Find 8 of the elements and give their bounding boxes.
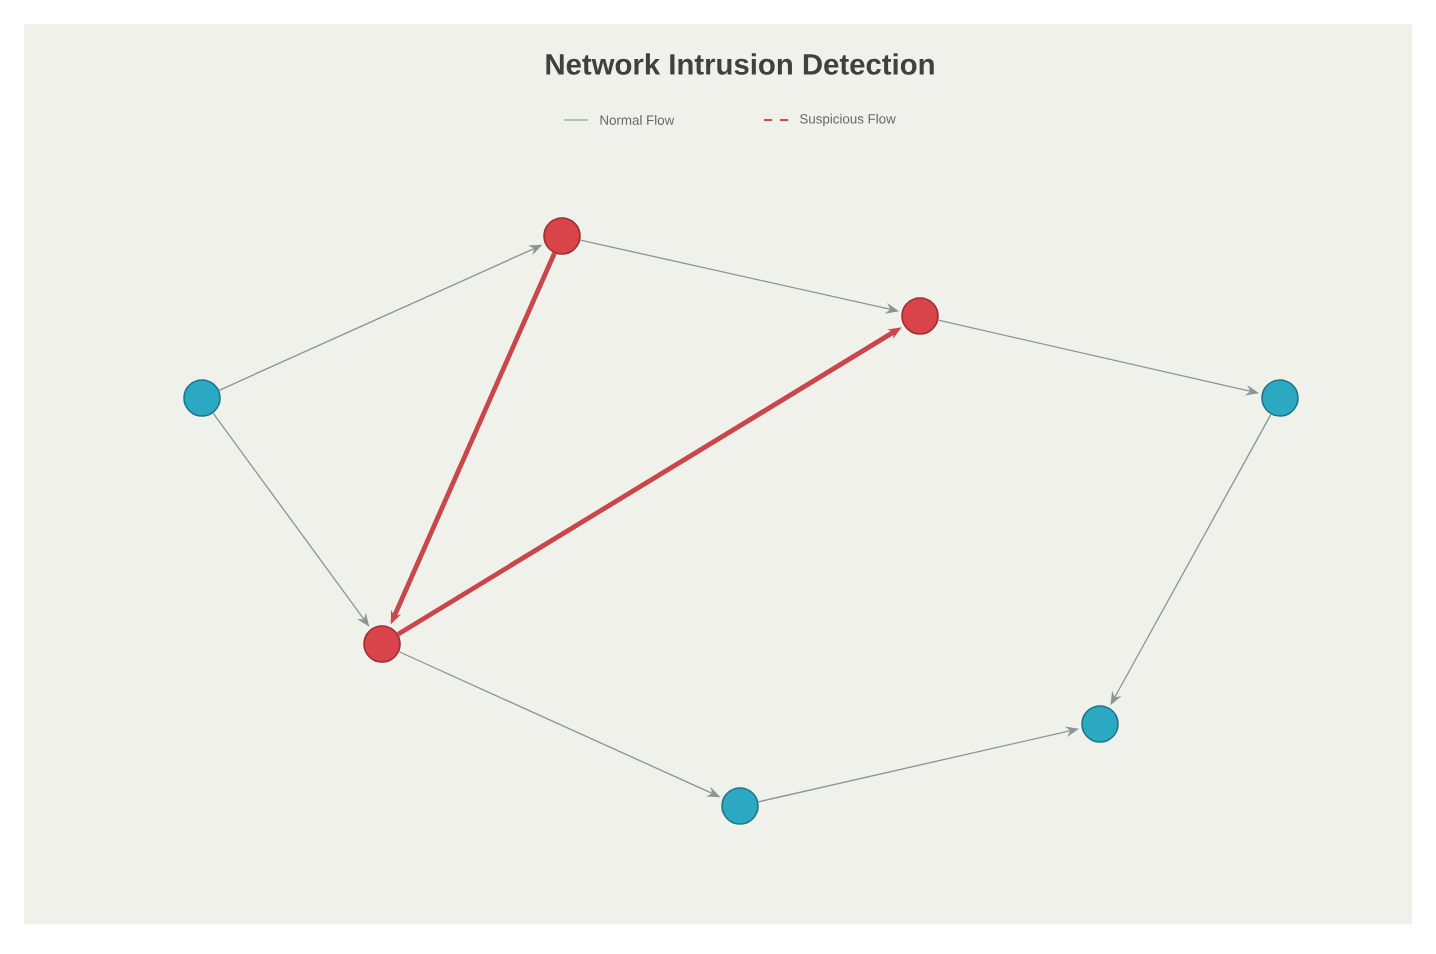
node-circle — [543, 217, 581, 255]
node-circle — [183, 379, 221, 417]
title: Network Intrusion Detection — [546, 53, 934, 75]
node-circle — [1081, 705, 1119, 743]
node-circle — [721, 787, 759, 825]
node-circle — [363, 625, 401, 663]
node-circle — [901, 297, 939, 335]
node-circle — [1261, 379, 1299, 417]
